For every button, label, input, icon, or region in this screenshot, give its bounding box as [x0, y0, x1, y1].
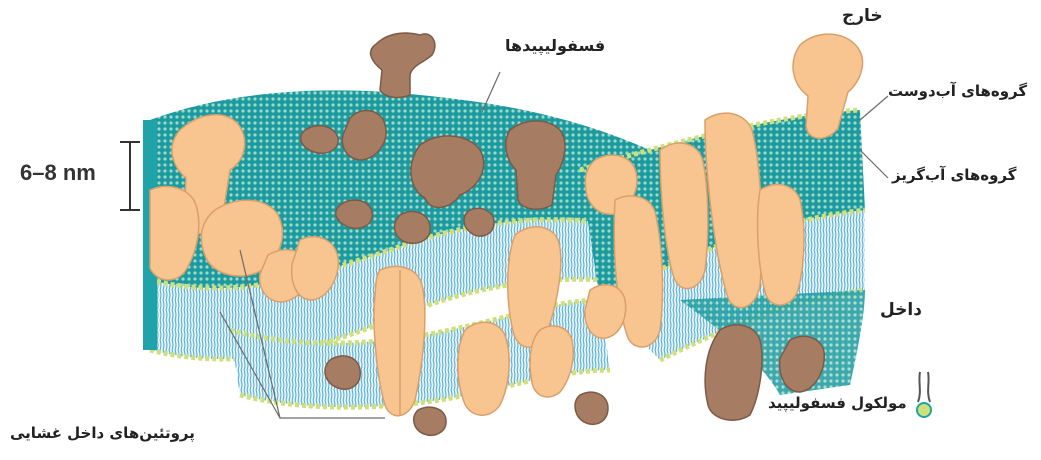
protein-under-1	[705, 325, 762, 420]
label-phospholipids: فسفولیپیدها	[505, 36, 605, 55]
protein-tan-9	[530, 326, 573, 397]
label-hydrophobic-groups: گروه‌های آب‌گریز	[892, 166, 1016, 184]
thickness-bracket	[120, 142, 140, 210]
leader-hydrophobic	[860, 150, 888, 178]
label-integral-proteins: پروتئین‌های داخل غشایی	[10, 424, 195, 442]
protein-under-4	[414, 407, 446, 435]
label-outside: خارج	[842, 6, 883, 26]
protein-top-center	[371, 33, 435, 97]
protein-blob-5	[395, 212, 431, 244]
protein-tan-7	[458, 322, 509, 415]
protein-tan-14	[758, 185, 804, 305]
protein-tan-16	[585, 285, 626, 338]
label-thickness: 6–8 nm	[20, 160, 96, 186]
protein-under-3	[325, 356, 360, 389]
label-inside: داخل	[880, 300, 922, 320]
phospholipid-molecule-icon	[917, 372, 931, 417]
leader-hydrophilic	[860, 96, 888, 120]
label-hydrophilic-groups: گروه‌های آب‌دوست	[888, 82, 1027, 100]
protein-under-5	[575, 392, 608, 424]
label-phospholipid-molecule: مولکول فسفولیپید	[768, 394, 907, 412]
